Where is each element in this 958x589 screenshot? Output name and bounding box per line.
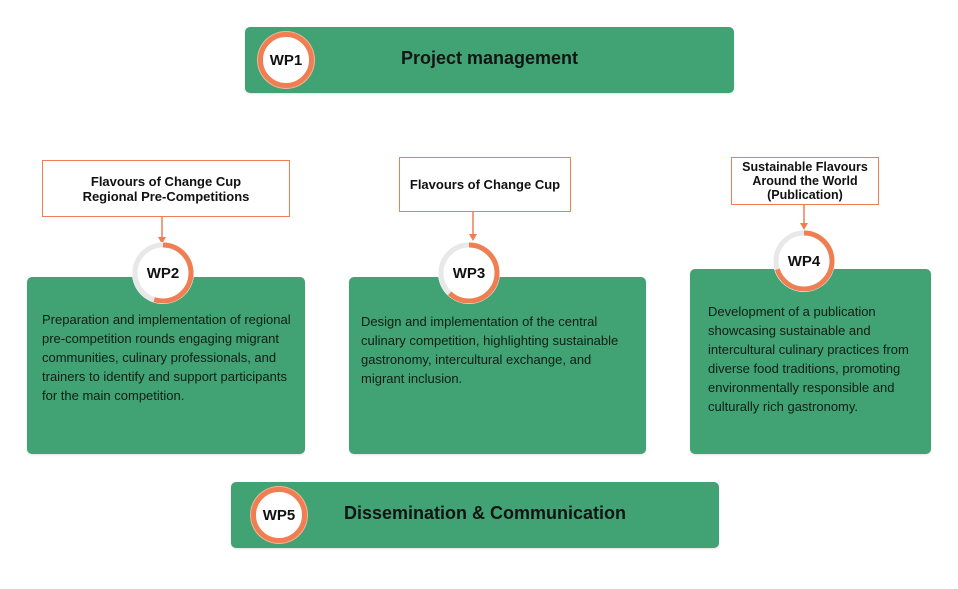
wp3-label: Flavours of Change Cup [409, 177, 561, 192]
wp2-label-box: Flavours of Change Cup Regional Pre-Comp… [42, 160, 290, 217]
wp4-card: Development of a publication showcasing … [690, 269, 931, 454]
wp3-connector-arrow [469, 212, 477, 241]
wp3-progress-arc [438, 242, 500, 304]
wp3-badge: WP3 [438, 242, 500, 304]
wp5-bar: WP5 Dissemination & Communication [231, 482, 719, 548]
wp1-bar: WP1 Project management [245, 27, 734, 93]
wp2-badge: WP2 [132, 242, 194, 304]
wp4-badge: WP4 [773, 230, 835, 292]
wp3-label-box: Flavours of Change Cup [399, 157, 571, 212]
wp2-connector-arrow [158, 217, 166, 244]
wp4-badge-label: WP4 [787, 252, 821, 270]
wp5-badge: WP5 [251, 487, 307, 543]
wp3-progress-ring [438, 242, 500, 304]
wp2-progress-arc [132, 242, 194, 304]
wp4-label-box: Sustainable Flavours Around the World (P… [731, 157, 879, 205]
wp4-progress-arc [773, 230, 835, 292]
wp4-progress-ring [773, 230, 835, 292]
wp4-description: Development of a publication showcasing … [708, 304, 909, 414]
wp2-label: Flavours of Change Cup Regional Pre-Comp… [82, 173, 250, 204]
wp3-badge-label: WP3 [452, 264, 486, 282]
wp2-card: Preparation and implementation of region… [27, 277, 305, 454]
wp4-connector-arrow [800, 205, 808, 230]
wp2-progress-ring [132, 242, 194, 304]
wp4-label: Sustainable Flavours Around the World (P… [742, 160, 868, 202]
wp5-title: Dissemination & Communication [343, 503, 627, 523]
wp2-description: Preparation and implementation of region… [42, 312, 291, 403]
wp3-description: Design and implementation of the central… [361, 314, 619, 386]
wp1-badge-label: WP1 [269, 51, 303, 69]
wp1-title: Project management [400, 48, 579, 68]
wp3-card: Design and implementation of the central… [349, 277, 646, 454]
wp1-badge: WP1 [258, 32, 314, 88]
wp5-badge-label: WP5 [262, 506, 296, 524]
wp2-badge-label: WP2 [146, 264, 180, 282]
